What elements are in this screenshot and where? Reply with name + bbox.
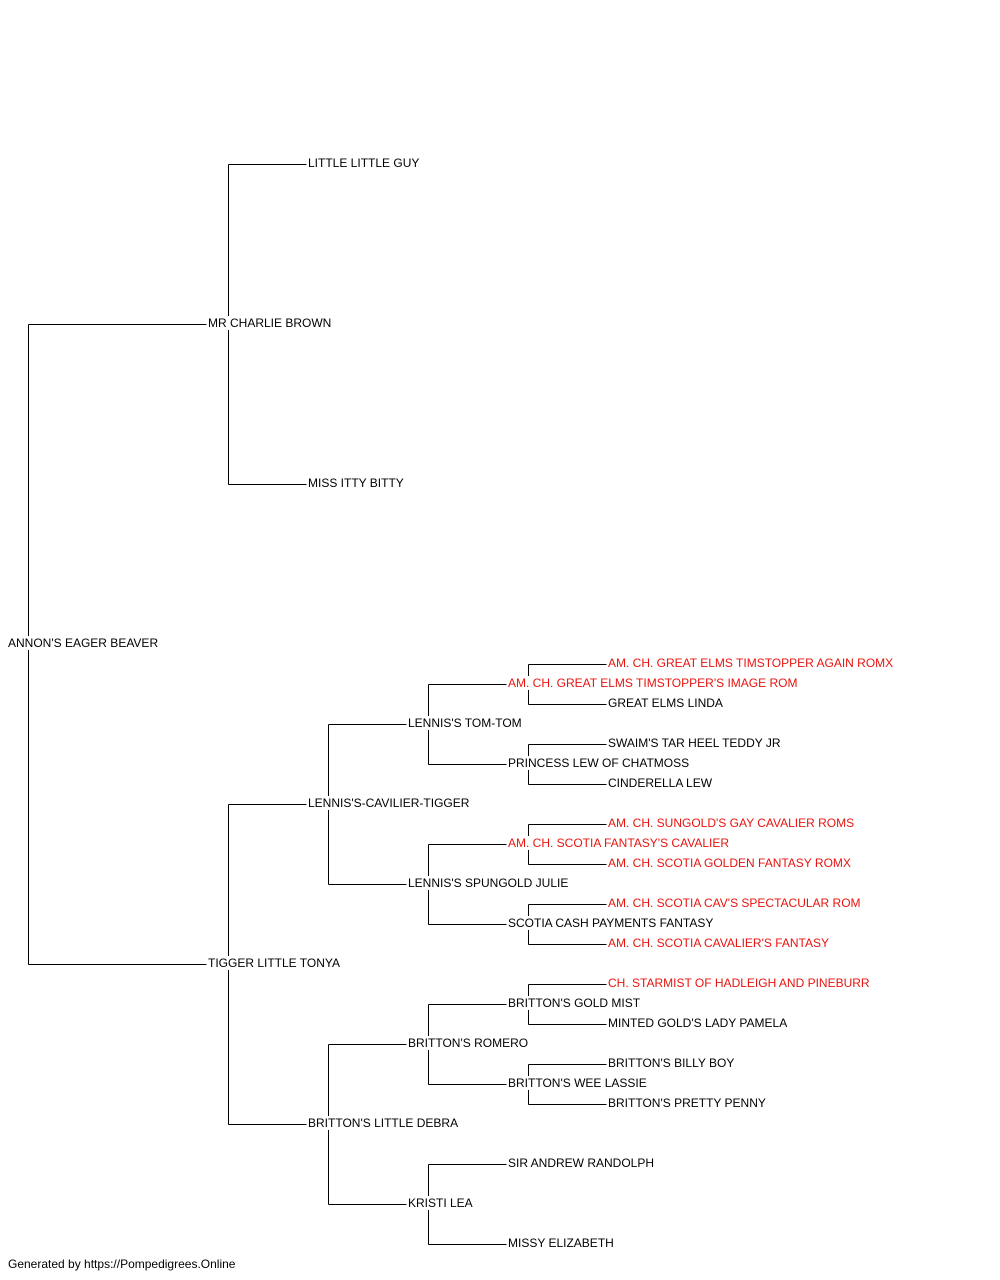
pedigree-name: MR CHARLIE BROWN [207, 316, 333, 330]
generated-by-footer: Generated by https://Pompedigrees.Online [8, 1257, 236, 1271]
pedigree-name: SCOTIA CASH PAYMENTS FANTASY [507, 916, 715, 930]
pedigree-name: BRITTON'S ROMERO [407, 1036, 530, 1050]
pedigree-name: AM. CH. GREAT ELMS TIMSTOPPER AGAIN ROMX [607, 656, 895, 670]
pedigree-name: AM. CH. SCOTIA CAVALIER'S FANTASY [607, 936, 831, 950]
pedigree-name: AM. CH. SCOTIA CAV'S SPECTACULAR ROM [607, 896, 862, 910]
pedigree-name: PRINCESS LEW OF CHATMOSS [507, 756, 691, 770]
pedigree-name: MISS ITTY BITTY [307, 476, 405, 490]
pedigree-name: LENNIS'S TOM-TOM [407, 716, 523, 730]
pedigree-name: AM. CH. SCOTIA GOLDEN FANTASY ROMX [607, 856, 852, 870]
pedigree-name: ANNON'S EAGER BEAVER [7, 636, 160, 650]
pedigree-name: AM. CH. SUNGOLD'S GAY CAVALIER ROMS [607, 816, 856, 830]
pedigree-name: GREAT ELMS LINDA [607, 696, 724, 710]
pedigree-name: AM. CH. GREAT ELMS TIMSTOPPER'S IMAGE RO… [507, 676, 799, 690]
pedigree-name: MINTED GOLD'S LADY PAMELA [607, 1016, 789, 1030]
pedigree-name: MISSY ELIZABETH [507, 1236, 615, 1250]
pedigree-name: TIGGER LITTLE TONYA [207, 956, 342, 970]
pedigree-name: SIR ANDREW RANDOLPH [507, 1156, 656, 1170]
pedigree-name: BRITTON'S GOLD MIST [507, 996, 642, 1010]
pedigree-name: AM. CH. SCOTIA FANTASY'S CAVALIER [507, 836, 731, 850]
pedigree-name: BRITTON'S BILLY BOY [607, 1056, 736, 1070]
pedigree-name: CINDERELLA LEW [607, 776, 714, 790]
pedigree-name: LENNIS'S-CAVILIER-TIGGER [307, 796, 471, 810]
pedigree-name: BRITTON'S PRETTY PENNY [607, 1096, 767, 1110]
pedigree-name: KRISTI LEA [407, 1196, 474, 1210]
pedigree-name: CH. STARMIST OF HADLEIGH AND PINEBURR [607, 976, 871, 990]
pedigree-name: LENNIS'S SPUNGOLD JULIE [407, 876, 570, 890]
pedigree-name: BRITTON'S LITTLE DEBRA [307, 1116, 460, 1130]
pedigree-name: BRITTON'S WEE LASSIE [507, 1076, 648, 1090]
pedigree-name: SWAIM'S TAR HEEL TEDDY JR [607, 736, 782, 750]
pedigree-name: LITTLE LITTLE GUY [307, 156, 421, 170]
